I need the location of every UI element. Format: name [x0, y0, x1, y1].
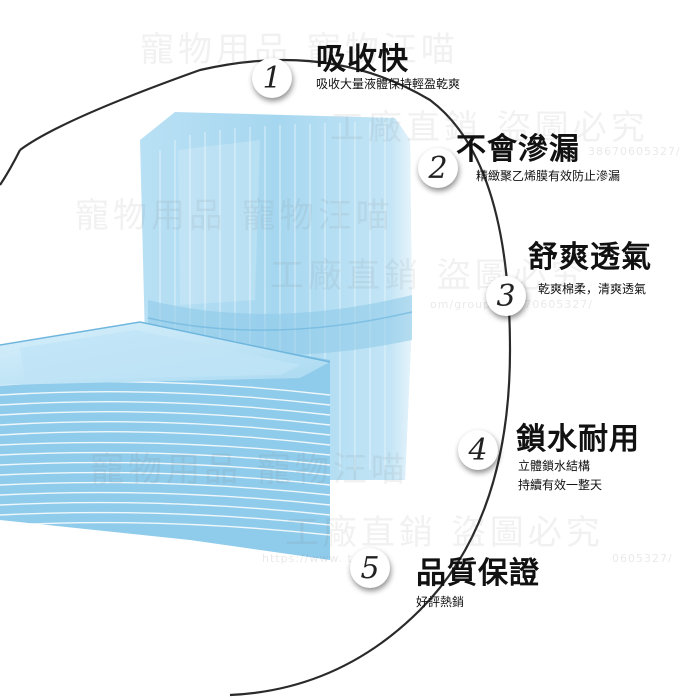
feature-desc-4-line1: 立體鎖水結構 — [518, 459, 591, 473]
number-badge-4: 4 — [458, 430, 498, 470]
feature-title-3: 舒爽透氣 — [528, 240, 652, 275]
number-badge-5: 5 — [350, 548, 390, 588]
decorative-arc — [19, 58, 512, 697]
watermark-text: 工廠直銷 盜圖必究 — [285, 513, 604, 553]
watermark-url: 38670605327/ — [588, 145, 681, 158]
feature-title-4: 鎖水耐用 — [516, 422, 640, 457]
watermark-text: 工廠直銷 盜圖必究 — [270, 256, 589, 296]
feature-desc-3: 乾爽棉柔，清爽透氣 — [538, 282, 647, 296]
watermark-text: 工廠直銷 盜圖必究 — [330, 108, 649, 148]
feature-desc-1: 吸收大量液體保持輕盈乾爽 — [316, 77, 461, 91]
watermark-text: 寵物用品 寵物汪喵 — [75, 196, 394, 236]
feature-title-5: 品質保證 — [416, 556, 540, 591]
watermark-url: 0605327/ — [612, 552, 673, 565]
stacked-pads — [0, 321, 331, 560]
watermark-text: 寵物用品 寵物汪喵 — [90, 450, 409, 490]
number-badge-2: 2 — [418, 148, 458, 188]
number-badge-3: 3 — [486, 276, 526, 316]
feature-desc-5: 好評熱銷 — [416, 595, 465, 609]
watermark-url: https://www. t — [262, 552, 353, 565]
feature-title-1: 吸收快 — [316, 42, 409, 77]
watermark-text: 寵物用品 寵物汪喵 — [140, 30, 459, 70]
feature-title-2: 不會滲漏 — [456, 132, 580, 167]
feature-desc-2: 精緻聚乙烯膜有效防止滲漏 — [476, 169, 621, 183]
feature-desc-4-line2: 持續有效一整天 — [518, 478, 603, 492]
number-badge-1: 1 — [252, 58, 292, 98]
